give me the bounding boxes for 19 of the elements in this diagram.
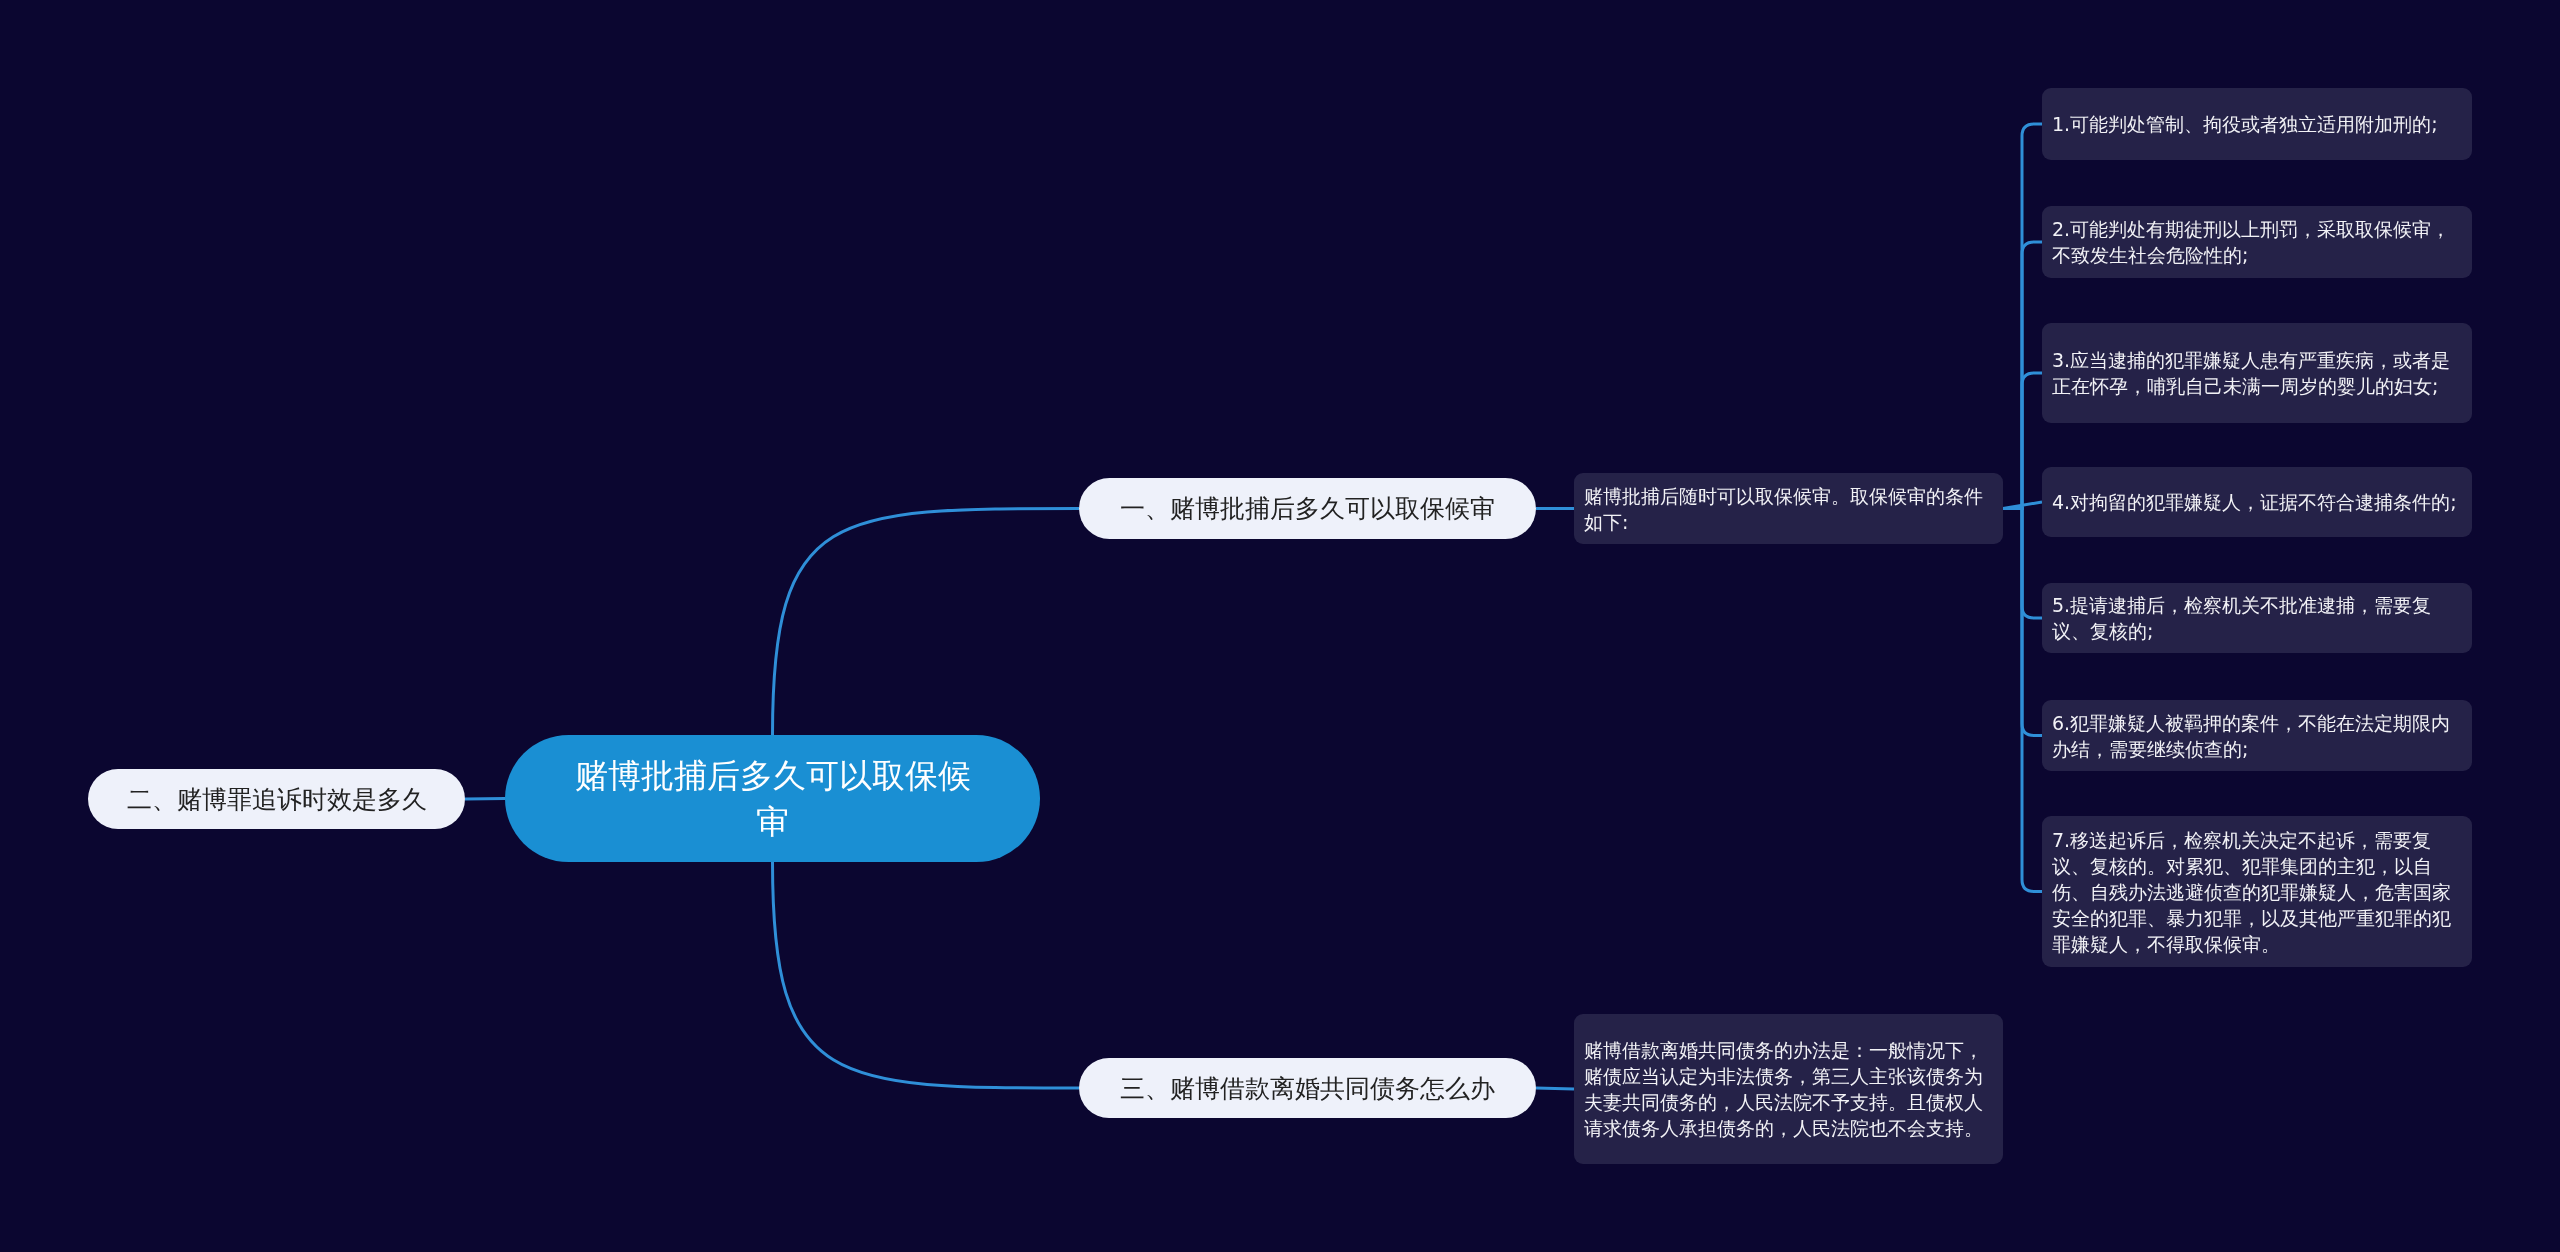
- text-card: 1.可能判处管制、拘役或者独立适用附加刑的;: [2042, 88, 2472, 160]
- connector-line: [771, 507, 1079, 736]
- central-topic: 赌博批捕后多久可以取保候审: [505, 735, 1040, 862]
- text-card: 2.可能判处有期徒刑以上刑罚，采取取保候审，不致发生社会危险性的;: [2042, 206, 2472, 278]
- connector-line: [771, 861, 1079, 1090]
- text-card: 6.犯罪嫌疑人被羁押的案件，不能在法定期限内办结，需要继续侦查的;: [2042, 700, 2472, 771]
- connector-line: [1536, 507, 1574, 510]
- text-card: 赌博批捕后随时可以取保候审。取保候审的条件如下:: [1574, 473, 2003, 544]
- text-card: 7.移送起诉后，检察机关决定不起诉，需要复议、复核的。对累犯、犯罪集团的主犯，以自伤、自残办法逃避侦查的犯罪嫌疑人，危害国家安全的犯罪、暴力犯罪，以及其他严重犯罪的犯罪嫌疑人，不得取保候审。: [2042, 816, 2472, 967]
- connector-line: [464, 797, 506, 801]
- topic-pill: 三、赌博借款离婚共同债务怎么办: [1079, 1058, 1536, 1118]
- topic-pill: 二、赌博罪追诉时效是多久: [88, 769, 465, 829]
- topic-pill: 一、赌博批捕后多久可以取保候审: [1079, 478, 1536, 539]
- connector-line: [2003, 507, 2042, 893]
- text-card: 4.对拘留的犯罪嫌疑人，证据不符合逮捕条件的;: [2042, 467, 2472, 537]
- text-card: 赌博借款离婚共同债务的办法是：一般情况下，赌债应当认定为非法债务，第三人主张该债务为夫妻共同债务的，人民法院不予支持。且债权人请求债务人承担债务的，人民法院也不会支持。: [1574, 1014, 2003, 1164]
- connector-line: [1535, 1086, 1575, 1091]
- text-card: 3.应当逮捕的犯罪嫌疑人患有严重疾病，或者是正在怀孕，哺乳自己未满一周岁的婴儿的妇女;: [2042, 323, 2472, 423]
- text-card: 5.提请逮捕后，检察机关不批准逮捕，需要复议、复核的;: [2042, 583, 2472, 653]
